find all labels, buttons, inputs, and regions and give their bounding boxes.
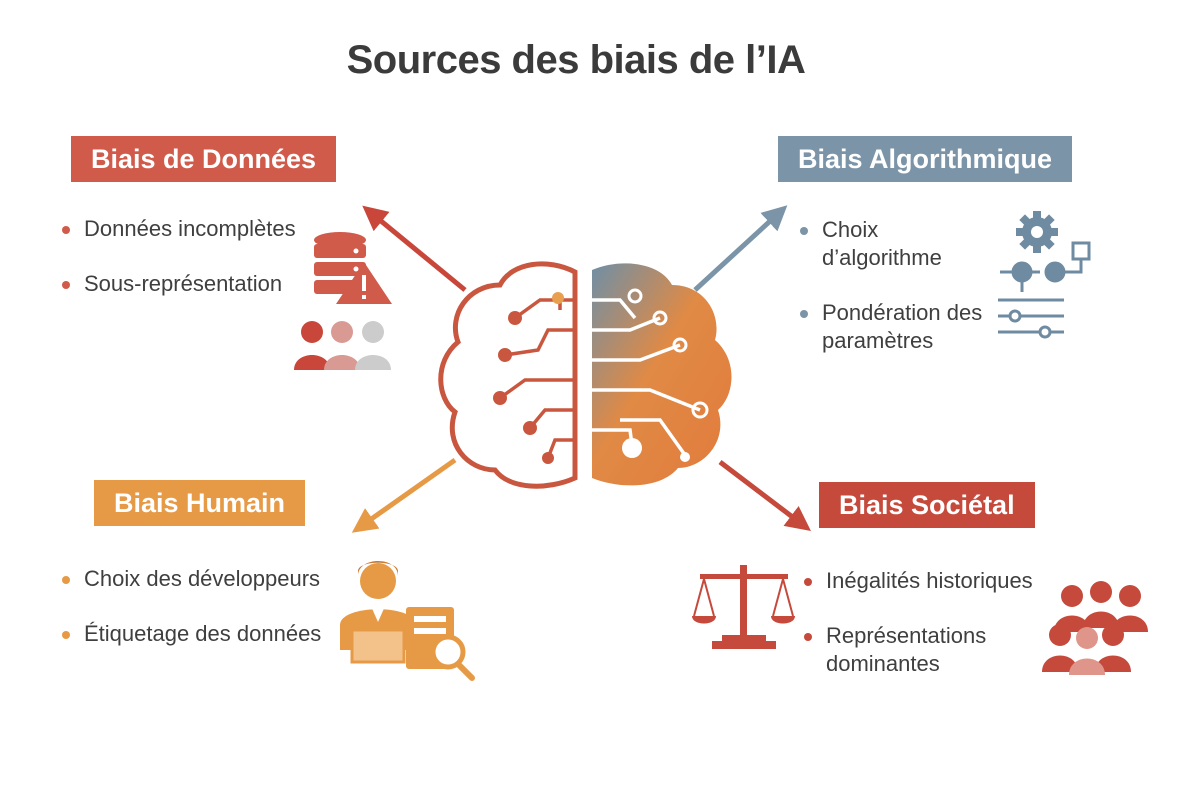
badge-algo-bias-label: Biais Algorithmique — [798, 144, 1053, 174]
list-item: Inégalités historiques — [804, 567, 1034, 595]
badge-data-bias: Biais de Données — [71, 136, 337, 182]
scales-icon — [692, 565, 795, 649]
bullet-dot — [62, 631, 70, 639]
arrow-to-data — [362, 205, 467, 292]
badge-data-bias-label: Biais de Données — [91, 144, 317, 174]
list-item: Représentations dominantes — [804, 622, 1034, 678]
developer-icon — [340, 561, 416, 664]
list-item-label: Choix des développeurs — [84, 566, 321, 591]
gear-icon — [1016, 211, 1058, 253]
sliders-icon — [998, 298, 1064, 339]
human-bias-list: Choix des développeurs Étiquetage des do… — [62, 565, 321, 675]
list-item: Étiquetage des données — [62, 620, 321, 648]
badge-human-bias: Biais Humain — [94, 480, 306, 526]
people-group-icon — [294, 321, 391, 370]
flowchart-icon — [1000, 241, 1091, 292]
brain-circuit-icon — [438, 261, 732, 489]
list-item-label: Sous-représentation — [84, 271, 283, 296]
arrow-to-algo — [693, 205, 788, 292]
crowd-icon — [1042, 581, 1148, 675]
list-item-label: Étiquetage des données — [84, 621, 322, 646]
list-item-label: Données incomplètes — [84, 216, 296, 241]
societal-bias-list: Inégalités historiques Représentations d… — [804, 567, 1034, 705]
warning-icon — [336, 262, 392, 304]
bullet-dot — [804, 633, 812, 641]
badge-human-bias-label: Biais Humain — [114, 488, 286, 518]
list-item: Pondération des paramètres — [800, 299, 990, 355]
list-item-label: Pondération des paramètres — [822, 300, 983, 353]
list-item: Sous-représentation — [62, 270, 296, 298]
data-bias-list: Données incomplètes Sous-représentation — [62, 215, 296, 325]
bullet-dot — [62, 576, 70, 584]
arrow-to-societal — [718, 460, 811, 532]
list-item: Données incomplètes — [62, 215, 296, 243]
algo-bias-list: Choix d’algorithme Pondération des param… — [800, 216, 990, 382]
badge-societal-bias: Biais Sociétal — [819, 482, 1035, 528]
bullet-dot — [62, 281, 70, 289]
list-item: Choix des développeurs — [62, 565, 321, 593]
arrow-to-human — [351, 457, 457, 533]
bullet-dot — [62, 226, 70, 234]
database-icon — [314, 232, 366, 294]
document-magnifier-icon — [406, 607, 475, 681]
list-item-label: Choix d’algorithme — [822, 217, 942, 270]
list-item-label: Représentations dominantes — [826, 623, 987, 676]
bullet-dot — [800, 227, 808, 235]
page-title: Sources des biais de l’IA — [346, 38, 806, 82]
badge-societal-bias-label: Biais Sociétal — [839, 490, 1015, 520]
bullet-dot — [800, 310, 808, 318]
list-item: Choix d’algorithme — [800, 216, 990, 272]
list-item-label: Inégalités historiques — [826, 568, 1033, 593]
badge-algo-bias: Biais Algorithmique — [778, 136, 1073, 182]
bullet-dot — [804, 578, 812, 586]
